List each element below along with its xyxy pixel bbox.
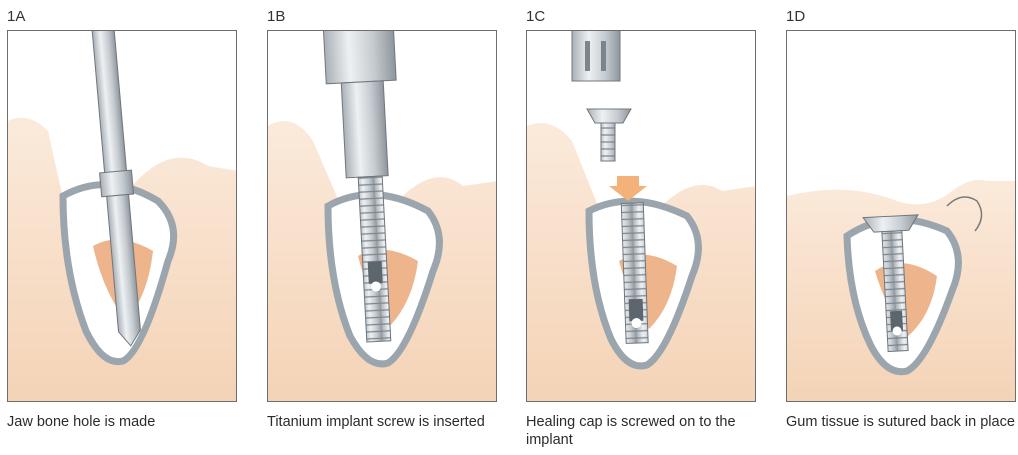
healing-cap	[587, 109, 631, 123]
drill-illustration	[8, 31, 237, 402]
panel-1a: 1A Jaw bone hole is made	[7, 0, 239, 455]
panel-caption: Jaw bone hole is made	[7, 413, 243, 431]
panel-1c: 1C Healing cap is screwed on to the impl…	[526, 0, 758, 455]
healing-cap-illustration	[527, 31, 756, 402]
illustration-frame	[526, 30, 756, 402]
implant-screw	[621, 203, 648, 344]
direction-arrow	[609, 176, 647, 201]
panel-label: 1D	[786, 8, 805, 25]
panel-caption: Gum tissue is sutured back in place	[786, 413, 1018, 431]
healing-cap-screw	[601, 123, 615, 161]
sutured-gum-illustration	[787, 31, 1016, 402]
illustration-frame	[7, 30, 237, 402]
illustration-frame	[786, 30, 1016, 402]
panel-label: 1C	[526, 8, 545, 25]
driver-tip	[572, 31, 620, 81]
panel-caption: Healing cap is screwed on to the implant	[526, 413, 762, 449]
panel-label: 1A	[7, 8, 25, 25]
panel-1b: 1B Titanium implant screw is inserted	[267, 0, 499, 455]
illustration-frame	[267, 30, 497, 402]
panel-1d: 1D Gum tissue is sutured back in place	[786, 0, 1018, 455]
panel-label: 1B	[267, 8, 285, 25]
screw-insertion-illustration	[268, 31, 497, 402]
panel-caption: Titanium implant screw is inserted	[267, 413, 503, 431]
